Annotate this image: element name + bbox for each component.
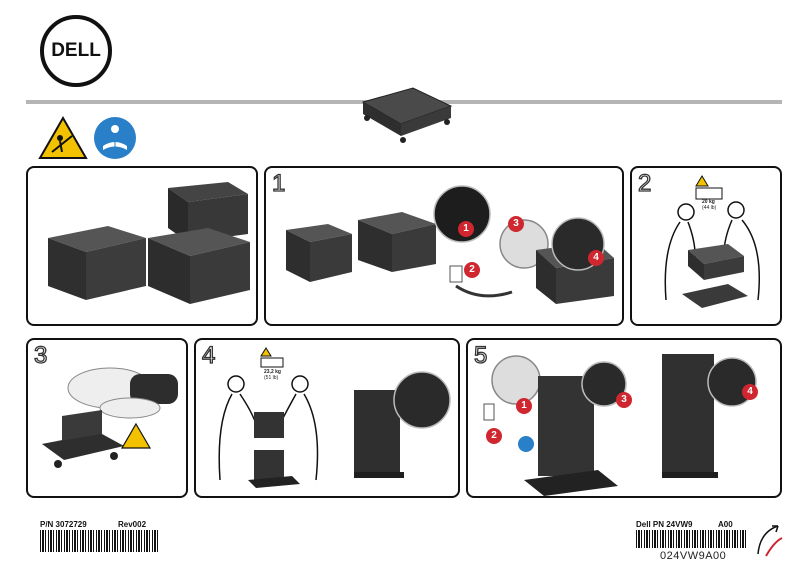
step-number: 2 — [637, 169, 652, 197]
recycle-arrow-icon — [757, 525, 783, 557]
logo-text: DELL — [51, 40, 101, 61]
weight-kg: 20 kg — [702, 199, 715, 205]
callout-4: 4 — [742, 384, 758, 400]
barcode-right — [636, 530, 746, 548]
step-3-illustration — [42, 367, 178, 468]
callout-3: 3 — [616, 392, 632, 408]
panel-printers — [26, 166, 258, 326]
two-person-lift-illustration — [664, 201, 761, 308]
barcode-left — [40, 530, 158, 552]
step-1-illustration — [286, 185, 614, 304]
panel-step-3: 3 — [26, 338, 188, 498]
step-5-illustration — [483, 354, 757, 496]
lift-warning-icon — [260, 347, 284, 368]
barcode-text: 024VW9A00 — [660, 550, 727, 562]
dell-logo: DELL — [40, 15, 112, 87]
printers-illustration — [48, 182, 250, 304]
dell-pn-label: Dell PN 24VW9 — [636, 520, 693, 529]
callout-4: 4 — [588, 250, 604, 266]
step-number: 4 — [201, 341, 216, 369]
revision-label: Rev002 — [118, 520, 147, 529]
callout-2: 2 — [486, 428, 502, 444]
panel-step-1: 1 1 2 3 4 — [264, 166, 624, 326]
panel-step-2: 2 20 kg (44 lb) — [630, 166, 782, 326]
weight-lb: (44 lb) — [702, 205, 717, 211]
tray-illustration — [361, 87, 453, 143]
callout-3: 3 — [508, 216, 524, 232]
read-manual-icon — [94, 117, 136, 159]
step-number: 1 — [271, 169, 286, 197]
panel-step-4: 4 23,2 kg (51 lb) — [194, 338, 460, 498]
step-4-illustration — [218, 371, 451, 488]
panel-step-5: 5 1 2 3 4 — [466, 338, 782, 498]
weight-lb: (51 lb) — [264, 375, 279, 381]
weight-kg: 23,2 kg — [264, 369, 281, 375]
callout-1: 1 — [458, 221, 474, 237]
a-code-label: A00 — [718, 520, 733, 529]
step-number: 5 — [473, 341, 488, 369]
callout-1: 1 — [516, 398, 532, 414]
callout-2: 2 — [464, 262, 480, 278]
step-number: 3 — [33, 341, 48, 369]
lift-warning-icon — [695, 175, 723, 200]
caution-tip-icon — [38, 116, 88, 159]
part-number-label: P/N 3072729 — [40, 520, 87, 529]
